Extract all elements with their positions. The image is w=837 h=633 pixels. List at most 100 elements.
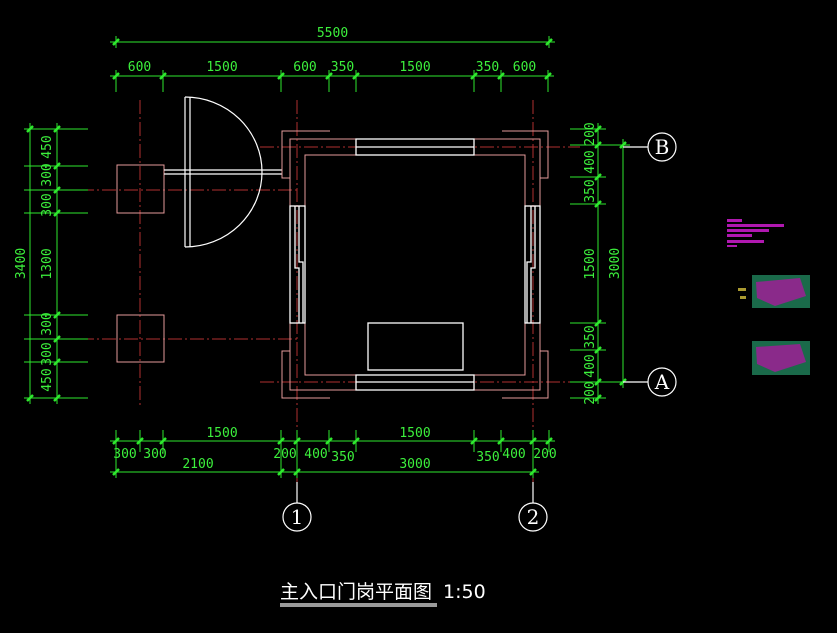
right-overall-dim: 3000 — [598, 139, 630, 388]
dim-tick — [112, 72, 120, 80]
dim-label: 350 — [476, 450, 499, 465]
dim-label: 600 — [513, 60, 536, 75]
dim-label: 200 — [273, 447, 296, 462]
dim-label: 350 — [331, 60, 354, 75]
axis-label-1: 1 — [291, 505, 304, 529]
dim-label: 1500 — [399, 60, 430, 75]
dim-label: 1500 — [206, 426, 237, 441]
dim-label: 400 — [502, 447, 525, 462]
dim-tick — [529, 468, 537, 476]
dim-label: 200 — [583, 122, 598, 145]
dim-tick — [470, 437, 478, 445]
dim-tick — [594, 200, 602, 208]
bottom-overall-dims: 2100 3000 — [110, 441, 539, 478]
dim-label: 5500 — [317, 26, 348, 41]
dim-tick — [545, 437, 553, 445]
dim-label: 1300 — [40, 248, 55, 279]
dim-tick — [53, 335, 61, 343]
dim-tick — [594, 394, 602, 402]
axis-label-2: 2 — [527, 505, 540, 529]
dim-tick — [53, 358, 61, 366]
dim-label: 3000 — [399, 457, 430, 472]
dimensions: 5500 600 1500 600 350 1500 350 600 3400 450 300 300… — [14, 26, 630, 478]
dim-tick — [497, 72, 505, 80]
dim-label: 300 — [143, 447, 166, 462]
dim-tick — [53, 209, 61, 217]
legend-text-block — [727, 219, 784, 247]
dim-label: 2100 — [182, 457, 213, 472]
dim-label: 1500 — [206, 60, 237, 75]
axis-B: B — [623, 132, 677, 162]
dim-tick — [497, 437, 505, 445]
dim-label: 400 — [304, 447, 327, 462]
title-underline — [280, 603, 437, 607]
dim-tick — [277, 72, 285, 80]
dim-tick — [159, 437, 167, 445]
dim-tick — [544, 72, 552, 80]
axis-2: 2 — [518, 482, 548, 532]
drawing-title: 主入口门岗平面图 — [280, 581, 432, 603]
dim-tick — [619, 141, 627, 149]
dim-label: 3400 — [14, 248, 29, 279]
dim-tick — [277, 468, 285, 476]
dim-label: 3000 — [608, 248, 623, 279]
dim-tick — [545, 38, 553, 46]
dim-tick — [470, 72, 478, 80]
dim-tick — [112, 38, 120, 46]
top-overall-dim: 5500 — [110, 26, 555, 48]
guardhouse-walls — [281, 130, 549, 399]
axis-1: 1 — [282, 482, 312, 532]
dim-tick — [53, 186, 61, 194]
dim-tick — [594, 173, 602, 181]
dim-label: 1500 — [399, 426, 430, 441]
axis-label-A: A — [654, 370, 670, 394]
dim-tick — [352, 437, 360, 445]
column-top — [116, 164, 165, 214]
gate-door — [164, 96, 282, 248]
dim-label: 300 — [113, 447, 136, 462]
dim-label: 600 — [128, 60, 151, 75]
column-bottom — [116, 314, 165, 363]
dim-label: 300 — [40, 163, 55, 186]
dim-tick — [293, 468, 301, 476]
top-segment-dims: 600 1500 600 350 1500 350 600 — [110, 60, 554, 92]
site-plan-thumbnail-2 — [752, 341, 810, 375]
dim-tick — [594, 346, 602, 354]
dim-tick — [53, 125, 61, 133]
dim-label: 400 — [583, 354, 598, 377]
dim-label: 350 — [476, 60, 499, 75]
dim-label: 600 — [293, 60, 316, 75]
dim-label: 300 — [40, 193, 55, 216]
dim-label: 350 — [583, 325, 598, 348]
dim-tick — [594, 125, 602, 133]
dim-tick — [594, 319, 602, 327]
dim-tick — [112, 468, 120, 476]
axis-label-B: B — [655, 135, 670, 159]
dim-label: 1500 — [583, 248, 598, 279]
axis-A: A — [623, 367, 677, 397]
dim-label: 350 — [583, 179, 598, 202]
dim-label: 450 — [40, 135, 55, 158]
dim-label: 200 — [533, 447, 556, 462]
left-overall-dim: 3400 — [14, 123, 36, 404]
dim-label: 200 — [583, 381, 598, 404]
dim-tick — [53, 394, 61, 402]
site-plan-thumbnail-1 — [738, 275, 810, 308]
drawing-scale: 1:50 — [443, 581, 486, 603]
dim-label: 300 — [40, 342, 55, 365]
desk — [367, 322, 464, 371]
windows — [289, 138, 541, 391]
dim-label: 350 — [331, 450, 354, 465]
dim-tick — [325, 72, 333, 80]
dim-tick — [136, 437, 144, 445]
dim-label: 450 — [40, 368, 55, 391]
dim-tick — [159, 72, 167, 80]
dim-tick — [53, 162, 61, 170]
dim-tick — [352, 72, 360, 80]
dim-tick — [53, 311, 61, 319]
dim-tick — [325, 437, 333, 445]
